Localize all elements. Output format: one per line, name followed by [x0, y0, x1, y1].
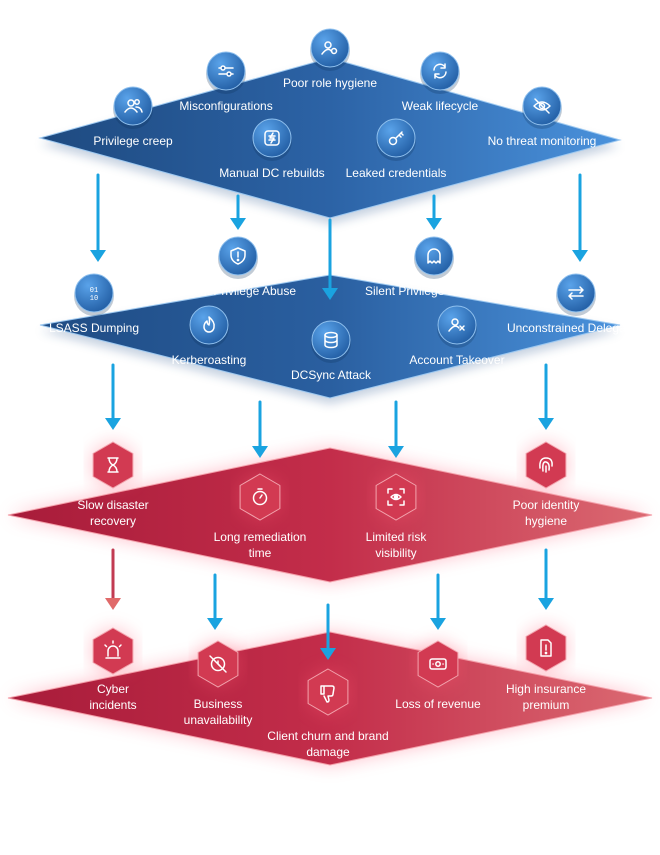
node-business-impact-0 [92, 627, 134, 675]
label-attacks-0: LSASS Dumping [48, 321, 140, 335]
thumbs-down-icon [320, 685, 335, 703]
node-business-impact-3 [417, 640, 459, 688]
label-business-impact-0: Cyber incidents [89, 682, 137, 712]
flow-arrow [90, 173, 106, 262]
label-attacks-3: Unconstrained Delegation [506, 321, 646, 335]
label-operational-impact-2: Limited risk visibility [365, 530, 427, 560]
label-business-impact-3: Loss of revenue [395, 697, 481, 711]
label-root-causes-2: Poor role hygiene [282, 76, 378, 90]
flow-arrow [538, 548, 554, 610]
node-attacks-4 [189, 305, 229, 348]
node-circle [206, 51, 246, 91]
node-business-impact-1 [197, 640, 239, 688]
database-icon [324, 331, 338, 349]
banknote-icon [429, 658, 447, 670]
flow-arrow [322, 218, 338, 300]
node-attacks-6 [437, 305, 477, 348]
node-business-impact-2 [307, 668, 349, 716]
flow-arrow [105, 363, 121, 430]
shield-alert-icon [230, 247, 246, 265]
siren-icon [104, 640, 122, 659]
node-hexagon [92, 627, 134, 675]
stopwatch-icon [252, 488, 268, 506]
flow-arrow [538, 363, 554, 430]
flow-arrow [388, 400, 404, 458]
label-business-impact-1: Business unavailability [183, 697, 253, 727]
key-icon [388, 131, 404, 146]
node-circle [74, 273, 114, 313]
label-attacks-1: Silent Privilege Abuse [179, 284, 297, 298]
svg-text:10: 10 [90, 295, 98, 303]
user-x-icon [448, 318, 465, 332]
node-operational-impact-0 [92, 441, 134, 489]
flow-arrow [252, 400, 268, 458]
node-root-causes-4 [522, 86, 562, 129]
swap-icon [568, 286, 584, 300]
flow-arrow [430, 573, 446, 630]
label-root-causes-3: Weak lifecycle [401, 99, 479, 113]
scan-eye-icon [387, 488, 405, 506]
label-operational-impact-3: Poor identity hygiene [512, 498, 580, 528]
ghost-icon [427, 248, 441, 264]
flow-arrow [426, 194, 442, 230]
label-attacks-4: Kerberoasting [171, 353, 247, 367]
fingerprint-icon [539, 457, 553, 473]
node-attacks-2 [414, 236, 454, 279]
node-attacks-5 [311, 320, 351, 363]
node-hexagon [307, 668, 349, 716]
sliders-icon [218, 65, 234, 77]
flow-arrow [105, 548, 121, 610]
node-circle [414, 236, 454, 276]
flow-arrow [572, 173, 588, 262]
server-icon [264, 130, 280, 146]
node-attacks-3 [556, 273, 596, 316]
flow-arrow [207, 573, 223, 630]
label-root-causes-5: Manual DC rebuilds [219, 166, 325, 180]
eye-off-icon [533, 98, 551, 114]
node-hexagon [417, 640, 459, 688]
node-root-causes-2 [310, 28, 350, 71]
label-root-causes-1: Misconfigurations [179, 99, 273, 113]
users-icon [124, 99, 143, 113]
node-operational-impact-3 [525, 441, 567, 489]
label-operational-impact-1: Long remediation time [213, 530, 307, 560]
node-circle [311, 320, 351, 360]
flow-arrow [320, 603, 336, 660]
node-circle [556, 273, 596, 313]
node-root-causes-3 [420, 51, 460, 94]
plane-operational-impact [7, 447, 653, 583]
label-root-causes-6: Leaked credentials [345, 166, 447, 180]
node-hexagon [525, 441, 567, 489]
label-business-impact-2: Client churn and brand damage [267, 729, 389, 759]
label-root-causes-0: Privilege creep [93, 134, 173, 148]
node-root-causes-6 [376, 118, 416, 161]
node-operational-impact-1 [239, 473, 281, 521]
node-root-causes-0 [113, 86, 153, 129]
flame-icon [203, 316, 215, 333]
node-root-causes-5 [252, 118, 292, 161]
node-business-impact-4 [525, 624, 567, 672]
hourglass-icon [107, 457, 119, 473]
file-alert-icon [540, 639, 552, 657]
label-attacks-2: Silent Privilege Escalation [364, 284, 504, 298]
node-root-causes-1 [206, 51, 246, 94]
label-attacks-6: Account Takeover [409, 353, 505, 367]
label-operational-impact-0: Slow disaster recovery [77, 498, 149, 528]
label-root-causes-4: No threat monitoring [487, 134, 597, 148]
flow-arrow [230, 194, 246, 230]
node-circle [420, 51, 460, 91]
clock-off-icon [209, 655, 227, 673]
svg-text:01: 01 [90, 287, 98, 295]
node-operational-impact-2 [375, 473, 417, 521]
node-attacks-1 [218, 236, 258, 279]
refresh-icon [433, 63, 447, 79]
label-business-impact-4: High insurance premium [505, 682, 587, 712]
label-attacks-5: DCSync Attack [290, 368, 372, 382]
user-settings-icon [321, 41, 338, 55]
